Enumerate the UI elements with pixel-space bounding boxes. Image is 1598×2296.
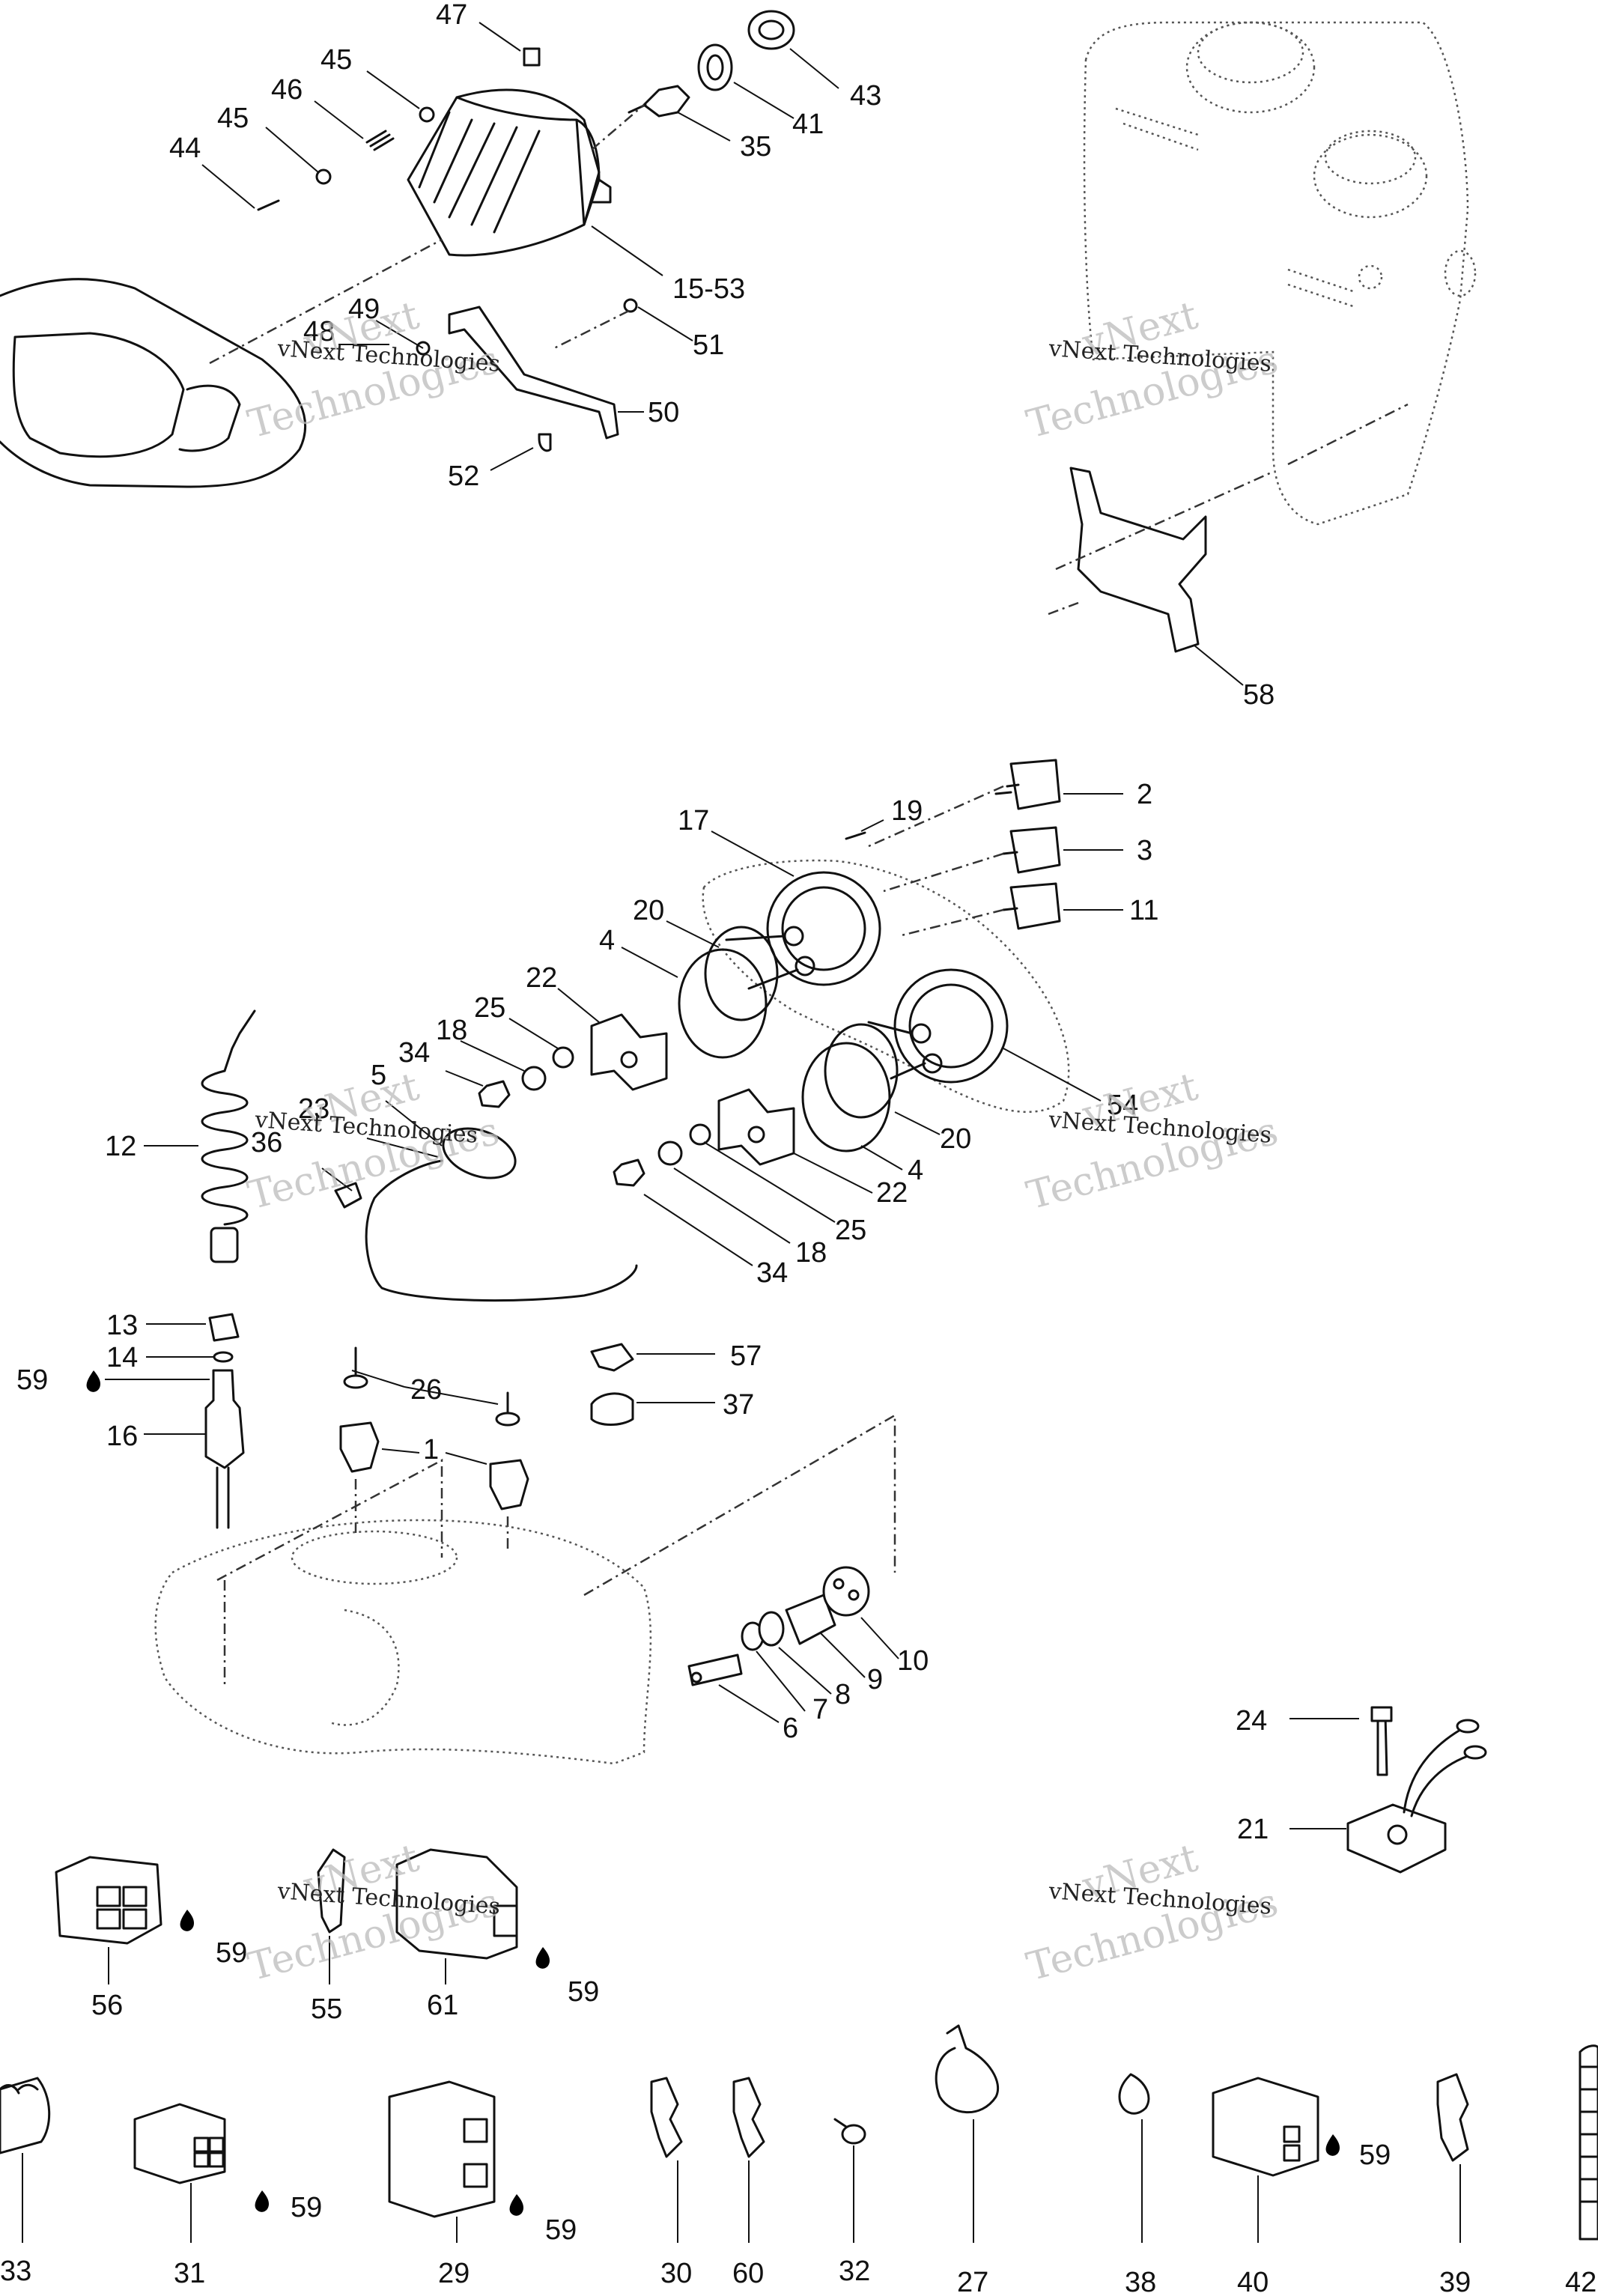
callout-35: 35 (740, 131, 771, 163)
callout-23: 23 (298, 1093, 329, 1125)
callout-25: 25 (474, 992, 505, 1024)
callout-31: 31 (174, 2258, 205, 2289)
callout-58: 58 (1243, 679, 1275, 711)
callout-1: 1 (423, 1434, 439, 1466)
regulator-assembly (1289, 1706, 1487, 1874)
callout-18: 18 (436, 1015, 467, 1046)
callout-45: 45 (320, 44, 352, 76)
callout-9: 9 (867, 1664, 883, 1695)
callout-47: 47 (436, 0, 467, 31)
callout-37: 37 (723, 1389, 754, 1421)
callout-16: 16 (106, 1421, 138, 1452)
callout-8: 8 (835, 1679, 851, 1710)
callout-36: 36 (251, 1127, 282, 1158)
callout-42: 42 (1565, 2267, 1597, 2296)
callout-51: 51 (693, 329, 724, 361)
callout-59b: 59 (216, 1937, 247, 1969)
callout-41: 41 (792, 109, 824, 140)
callout-33: 33 (0, 2256, 31, 2287)
callout-25b: 25 (835, 1215, 866, 1246)
callout-5: 5 (371, 1060, 386, 1091)
callout-20b: 20 (940, 1123, 971, 1155)
callout-59c: 59 (568, 1976, 599, 2008)
callout-10: 10 (897, 1645, 929, 1677)
callout-19: 19 (891, 795, 923, 827)
callout-6: 6 (783, 1713, 798, 1744)
callout-40: 40 (1237, 2267, 1269, 2296)
callout-57: 57 (730, 1340, 762, 1372)
callout-34: 34 (398, 1037, 430, 1069)
callout-59d: 59 (291, 2192, 322, 2223)
callout-38: 38 (1125, 2267, 1156, 2296)
callout-22: 22 (526, 962, 557, 994)
callout-54: 54 (1107, 1090, 1138, 1121)
callout-15-53: 15-53 (672, 273, 745, 305)
callout-32: 32 (839, 2256, 870, 2287)
callout-20: 20 (633, 895, 664, 926)
callout-39: 39 (1439, 2267, 1471, 2296)
callout-27: 27 (957, 2267, 988, 2296)
gauge-assembly (445, 759, 1123, 1266)
connectors-row-1 (55, 1848, 550, 1984)
callout-11: 11 (1129, 895, 1158, 926)
callout-26: 26 (410, 1374, 442, 1406)
callout-59f: 59 (1359, 2139, 1391, 2171)
callout-59e: 59 (545, 2214, 577, 2246)
callout-24: 24 (1236, 1705, 1267, 1737)
callout-60: 60 (732, 2258, 764, 2289)
callout-7: 7 (812, 1694, 828, 1725)
callout-12: 12 (105, 1131, 136, 1162)
callout-18b: 18 (795, 1237, 827, 1269)
callout-21: 21 (1237, 1814, 1269, 1845)
callout-2: 2 (1137, 779, 1152, 810)
callout-4: 4 (599, 925, 615, 956)
callout-44: 44 (169, 133, 201, 164)
callout-30: 30 (660, 2258, 692, 2289)
headlight-assembly (0, 10, 839, 488)
callout-13: 13 (106, 1310, 138, 1341)
oil-tank-assembly (1048, 21, 1477, 686)
callout-45b: 45 (217, 103, 249, 134)
callout-29: 29 (438, 2258, 470, 2289)
callout-52: 52 (448, 461, 479, 492)
callout-48: 48 (303, 316, 335, 347)
callout-17: 17 (678, 805, 709, 836)
callout-14: 14 (106, 1342, 138, 1373)
callout-34b: 34 (756, 1257, 788, 1289)
callout-46: 46 (271, 74, 303, 106)
callout-59: 59 (16, 1364, 48, 1396)
callout-4b: 4 (908, 1155, 923, 1186)
callout-56: 56 (91, 1990, 123, 2021)
callout-55: 55 (311, 1993, 342, 2025)
console-and-ignition (154, 1413, 899, 1765)
callout-22b: 22 (876, 1177, 908, 1209)
callout-49: 49 (348, 294, 380, 325)
connectors-row-2 (0, 2024, 1598, 2243)
callout-3: 3 (1137, 835, 1152, 866)
callout-61: 61 (427, 1990, 458, 2021)
callout-43: 43 (850, 80, 881, 112)
callout-50: 50 (648, 397, 679, 428)
tether-and-switches (86, 1009, 715, 1550)
